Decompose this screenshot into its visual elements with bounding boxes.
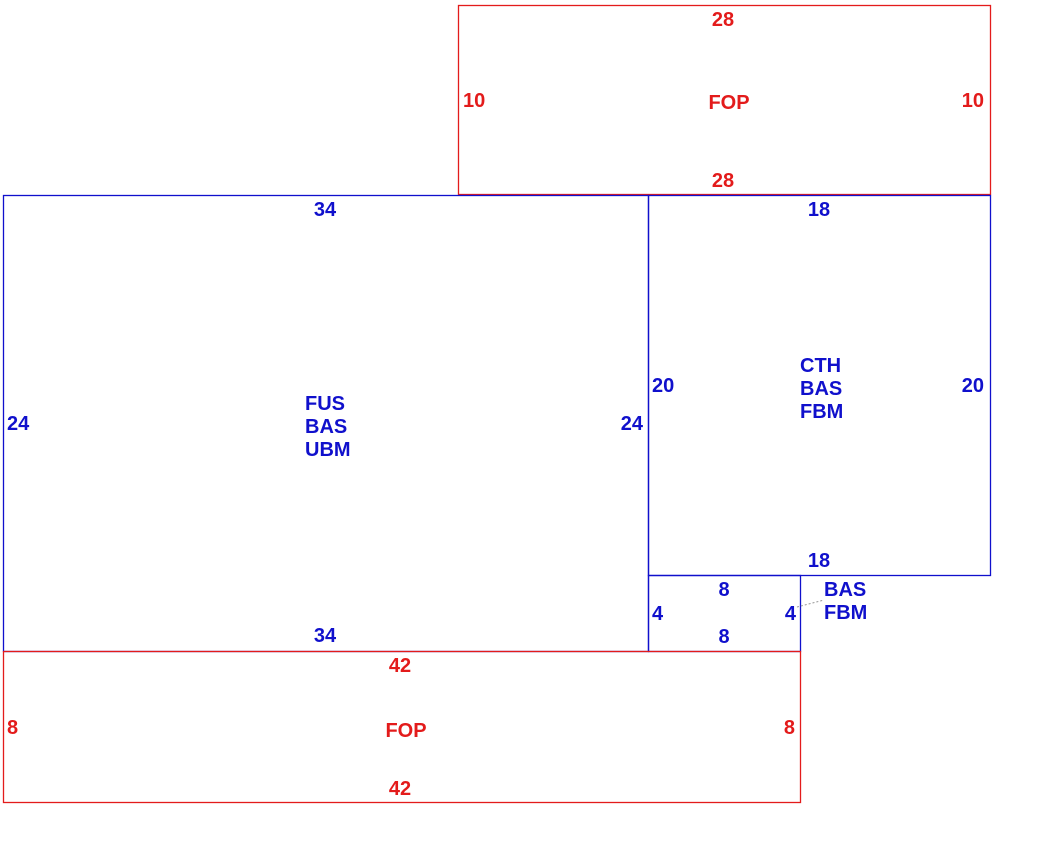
right-block-outline (647, 194, 992, 577)
fop-top-label: FOP (708, 92, 749, 114)
right-block-code-2: BAS (800, 378, 842, 400)
fop-bottom-label: FOP (385, 720, 426, 742)
small-block-code-1: BAS (824, 579, 866, 601)
small-block-code-2: FBM (824, 602, 867, 624)
fop-bottom-dim-right: 8 (784, 717, 795, 739)
main-living-dim-right: 24 (621, 413, 644, 435)
small-block-dim-top: 8 (718, 579, 729, 601)
main-living-dim-bottom: 34 (314, 625, 337, 647)
main-living-area: 34 34 24 24 FUS BAS UBM (2, 194, 650, 653)
main-living-code-3: UBM (305, 439, 351, 461)
small-block-dim-right: 4 (785, 603, 797, 625)
main-living-code-1: FUS (305, 393, 345, 415)
fop-top-area: 28 28 10 10 FOP (457, 4, 992, 196)
right-block-dim-right: 20 (962, 375, 984, 397)
fop-top-dim-right: 10 (962, 90, 984, 112)
main-living-dim-top: 34 (314, 199, 337, 221)
right-block-code-3: FBM (800, 401, 843, 423)
main-living-code-2: BAS (305, 416, 347, 438)
fop-bottom-area: 42 42 8 8 FOP (2, 650, 802, 804)
main-living-dim-left: 24 (7, 413, 30, 435)
right-block-area: 18 18 20 20 CTH BAS FBM (647, 194, 992, 577)
small-block-dim-left: 4 (652, 603, 664, 625)
small-block-area: 8 8 4 4 BAS FBM (647, 574, 867, 653)
fop-top-dim-left: 10 (463, 90, 485, 112)
right-block-code-1: CTH (800, 355, 841, 377)
fop-bottom-dim-left: 8 (7, 717, 18, 739)
fop-bottom-dim-bottom: 42 (389, 778, 411, 800)
right-block-dim-top: 18 (808, 199, 830, 221)
right-block-dim-bottom: 18 (808, 550, 830, 572)
fop-bottom-dim-top: 42 (389, 655, 411, 677)
fop-top-dim-top: 28 (712, 9, 734, 31)
small-block-leader-line (796, 599, 825, 608)
fop-top-outline (457, 4, 992, 196)
right-block-dim-left: 20 (652, 375, 674, 397)
fop-top-dim-bottom: 28 (712, 170, 734, 192)
small-block-dim-bottom: 8 (718, 626, 729, 648)
fop-bottom-outline (2, 650, 802, 804)
